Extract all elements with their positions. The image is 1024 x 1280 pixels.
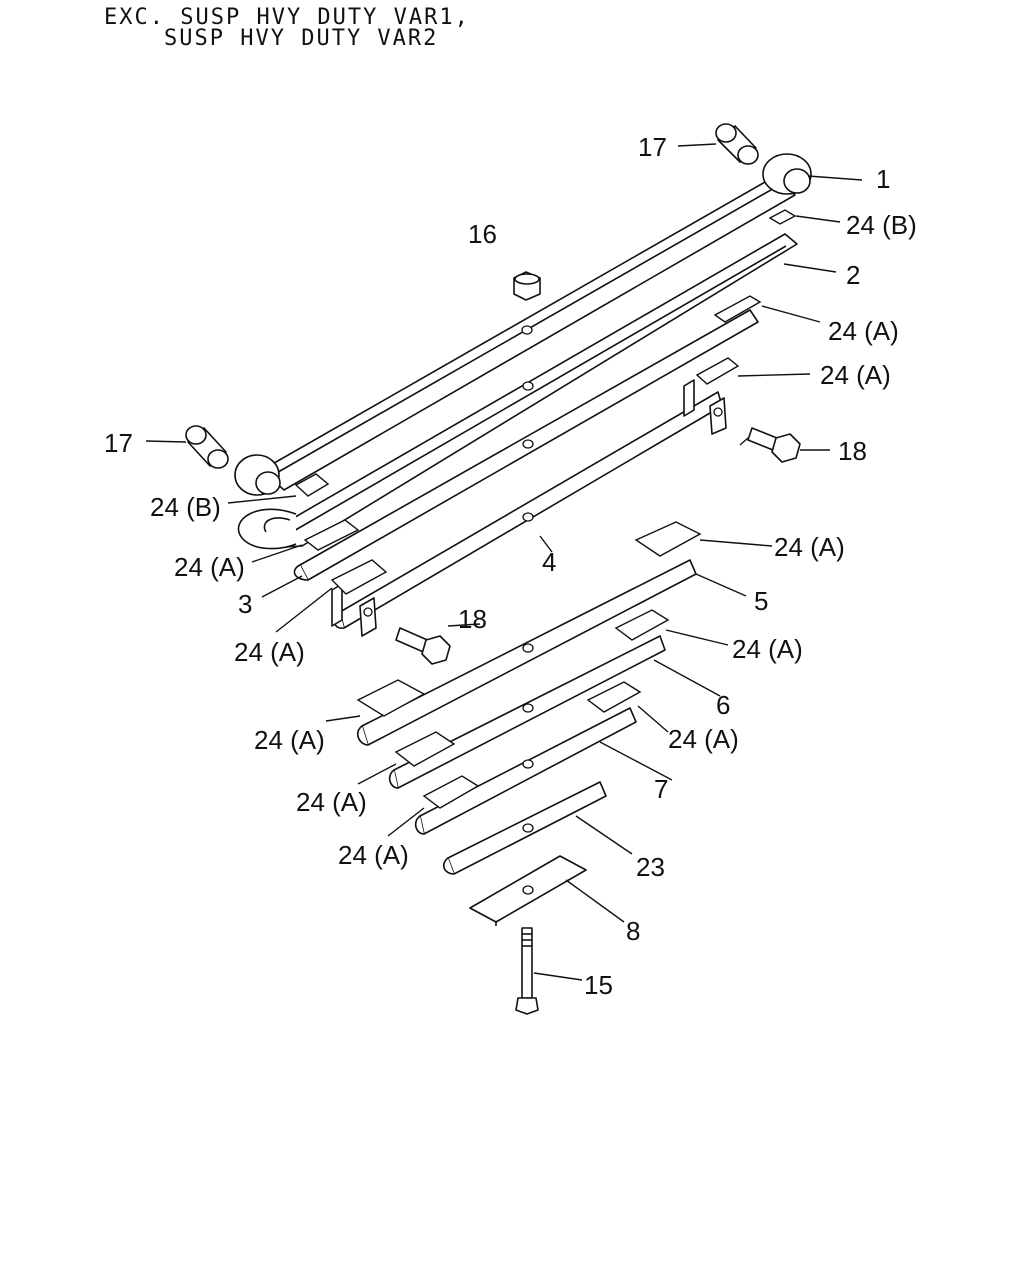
callout-24b-left: 24 (B) bbox=[150, 492, 221, 522]
bolt-18-mid bbox=[395, 627, 451, 665]
callout-15: 15 bbox=[584, 970, 613, 1000]
callout-24a-5: 24 (A) bbox=[234, 637, 305, 667]
callout-8: 8 bbox=[626, 916, 640, 946]
callout-24a-10: 24 (A) bbox=[338, 840, 409, 870]
callout-24a-2: 24 (A) bbox=[820, 360, 891, 390]
callout-18-mid: 18 bbox=[458, 604, 487, 634]
bushing-top bbox=[715, 123, 759, 165]
bushing-left bbox=[185, 425, 229, 469]
leaf-23 bbox=[442, 781, 607, 875]
callout-17-top: 17 bbox=[638, 132, 667, 162]
leaf-2 bbox=[237, 233, 798, 550]
leaf-4 bbox=[331, 379, 727, 637]
callout-24a-4: 24 (A) bbox=[174, 552, 245, 582]
callout-2: 2 bbox=[846, 260, 860, 290]
callout-5: 5 bbox=[754, 586, 768, 616]
callout-labels: 17 1 24 (B) 16 2 24 (A) 24 (A) 17 18 24 … bbox=[104, 132, 917, 1000]
callout-16: 16 bbox=[468, 219, 497, 249]
callout-1: 1 bbox=[876, 164, 890, 194]
bolt-18-right bbox=[747, 427, 801, 463]
nut-16 bbox=[513, 271, 541, 301]
header-line-1: EXC. SUSP HVY DUTY VAR1, bbox=[104, 5, 470, 30]
callout-24a-9: 24 (A) bbox=[296, 787, 367, 817]
leaf-3 bbox=[293, 309, 759, 581]
pads-24 bbox=[294, 209, 797, 809]
callout-23: 23 bbox=[636, 852, 665, 882]
center-bolt-15 bbox=[515, 927, 539, 1015]
callout-24a-6: 24 (A) bbox=[732, 634, 803, 664]
leaf-1 bbox=[234, 153, 812, 496]
callout-24a-8: 24 (A) bbox=[668, 724, 739, 754]
callout-18-right: 18 bbox=[838, 436, 867, 466]
callout-24a-1: 24 (A) bbox=[828, 316, 899, 346]
callout-24a-7: 24 (A) bbox=[254, 725, 325, 755]
callout-3: 3 bbox=[238, 589, 252, 619]
leader-lines bbox=[145, 143, 863, 981]
plate-8 bbox=[469, 855, 587, 926]
callout-17-left: 17 bbox=[104, 428, 133, 458]
leaf-7 bbox=[414, 707, 637, 835]
leaf-6 bbox=[388, 635, 666, 789]
callout-4: 4 bbox=[542, 547, 556, 577]
callout-7: 7 bbox=[654, 774, 668, 804]
callout-24b-top: 24 (B) bbox=[846, 210, 917, 240]
callout-24a-3: 24 (A) bbox=[774, 532, 845, 562]
callout-6: 6 bbox=[716, 690, 730, 720]
header-line-2: SUSP HVY DUTY VAR2 bbox=[164, 26, 438, 51]
